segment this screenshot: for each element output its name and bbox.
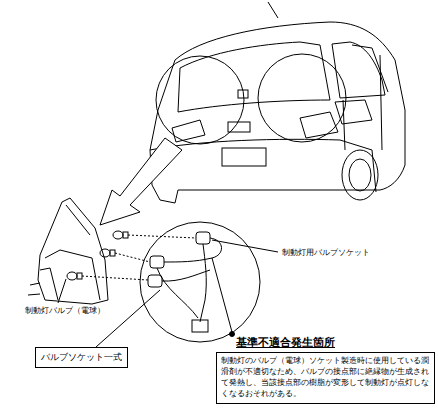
- bulb: [67, 231, 128, 280]
- note-text: 制動灯のバルブ（電球）ソケット製造時に使用している潤滑剤が不適切なため、バルブの…: [221, 356, 430, 400]
- pointer-dot: [230, 332, 235, 337]
- leader-line: [58, 279, 66, 303]
- leader-line: [212, 258, 232, 332]
- connector: [192, 320, 208, 332]
- direction-arrow: [100, 138, 182, 225]
- car: [150, 2, 405, 203]
- note-heading: 基準不適合発生箇所: [236, 335, 335, 350]
- note-box: 基準不適合発生箇所制動灯のバルブ（電球）ソケット製造時に使用している潤滑剤が不適…: [216, 331, 435, 404]
- bulb-socket: [148, 232, 222, 332]
- detail-circle: [140, 222, 260, 342]
- alignment-line: [82, 235, 196, 280]
- box-label: バルブソケット一式: [41, 351, 122, 364]
- lamp-assembly: [28, 198, 108, 304]
- part-name: 制動灯用バルブソケット: [281, 247, 371, 258]
- highlight-circle: [156, 56, 244, 144]
- highlight-circle: [258, 54, 346, 142]
- part-name: 制動灯バルブ（電球）: [24, 305, 106, 316]
- leader-line: [212, 240, 278, 252]
- leader-line: [96, 290, 160, 347]
- label-box: バルブソケット一式: [35, 347, 128, 368]
- note-frame: 制動灯のバルブ（電球）ソケット製造時に使用している潤滑剤が不適切なため、バルブの…: [216, 352, 435, 404]
